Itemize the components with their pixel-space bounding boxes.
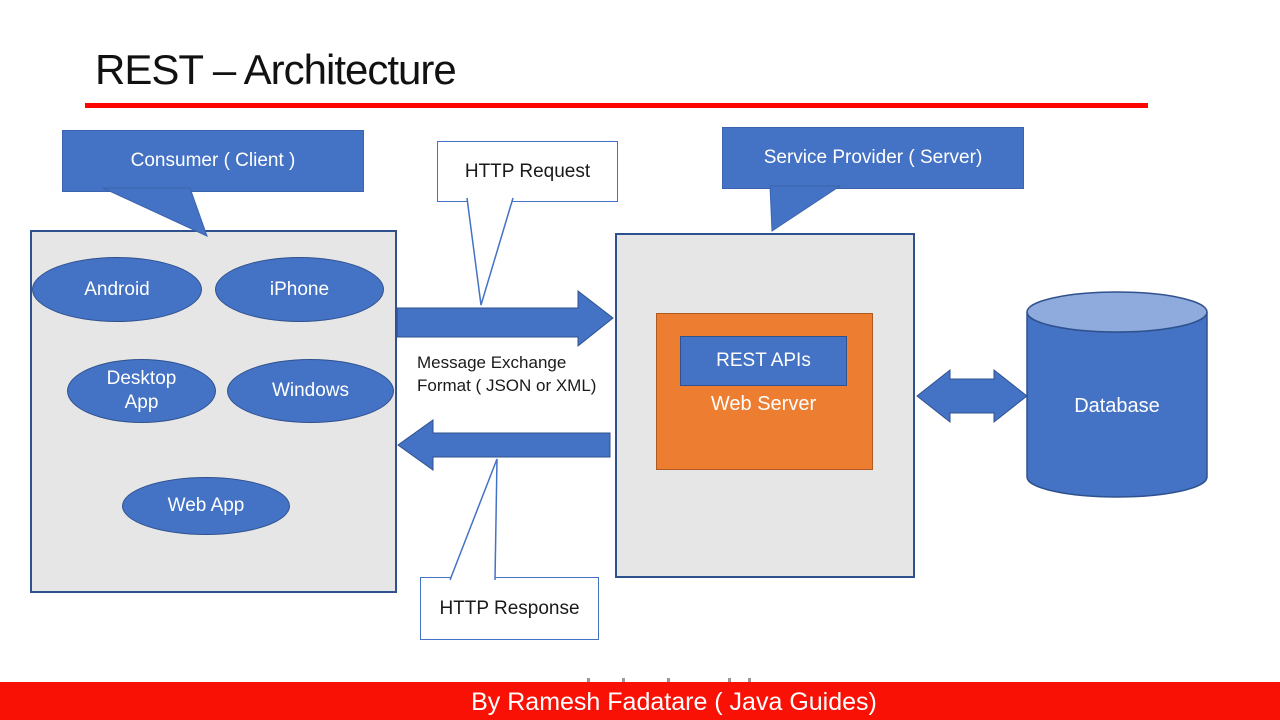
server-database-arrow (916, 368, 1028, 424)
web-app-label: Web App (167, 495, 245, 517)
consumer-client-callout: Consumer ( Client ) (62, 130, 364, 192)
service-provider-callout-tail (769, 185, 842, 232)
http-response-callout: HTTP Response (420, 577, 599, 640)
message-exchange-line1: Message Exchange (417, 353, 567, 372)
service-provider-label: Service Provider ( Server) (763, 147, 983, 168)
desktop-app-label: Desktop App (106, 368, 177, 413)
http-request-arrow (396, 289, 614, 348)
message-exchange-line2: Format ( JSON or XML) (417, 376, 597, 395)
client-ellipse-iphone: iPhone (215, 257, 384, 322)
http-request-callout-tail (466, 197, 514, 306)
page-title: REST – Architecture (95, 46, 457, 93)
service-provider-callout: Service Provider ( Server) (722, 127, 1024, 189)
http-request-label: HTTP Request (464, 160, 591, 182)
client-ellipse-desktop-app: Desktop App (67, 359, 216, 423)
footer-bar: By Ramesh Fadatare ( Java Guides) (0, 682, 1280, 720)
client-ellipse-windows: Windows (227, 359, 394, 423)
clipped-text-fragment (748, 678, 751, 682)
http-response-callout-tail (449, 458, 498, 581)
clipped-text-fragment (667, 678, 670, 682)
client-ellipse-web-app: Web App (122, 477, 290, 535)
rest-apis-label: REST APIs (716, 350, 811, 371)
android-label: Android (84, 278, 150, 300)
web-server-label: Web Server (710, 393, 817, 415)
windows-label: Windows (271, 380, 350, 402)
database-cylinder-top (1026, 291, 1208, 333)
title-underline-rule (85, 103, 1148, 108)
clipped-text-fragment (587, 678, 590, 682)
footer-credit: By Ramesh Fadatare ( Java Guides) (471, 688, 877, 716)
http-request-callout: HTTP Request (437, 141, 618, 202)
client-ellipse-android: Android (32, 257, 202, 322)
http-response-arrow (397, 419, 611, 471)
rest-apis-box: REST APIs (680, 336, 847, 386)
clipped-text-fragment (622, 678, 625, 682)
http-response-label: HTTP Response (439, 597, 580, 619)
database-label: Database (1074, 395, 1160, 417)
consumer-callout-tail (102, 187, 208, 237)
message-exchange-format-label: Message Exchange Format ( JSON or XML) (417, 351, 617, 397)
iphone-label: iPhone (269, 278, 330, 300)
clipped-text-fragment (728, 678, 731, 682)
consumer-client-label: Consumer ( Client ) (130, 150, 296, 171)
